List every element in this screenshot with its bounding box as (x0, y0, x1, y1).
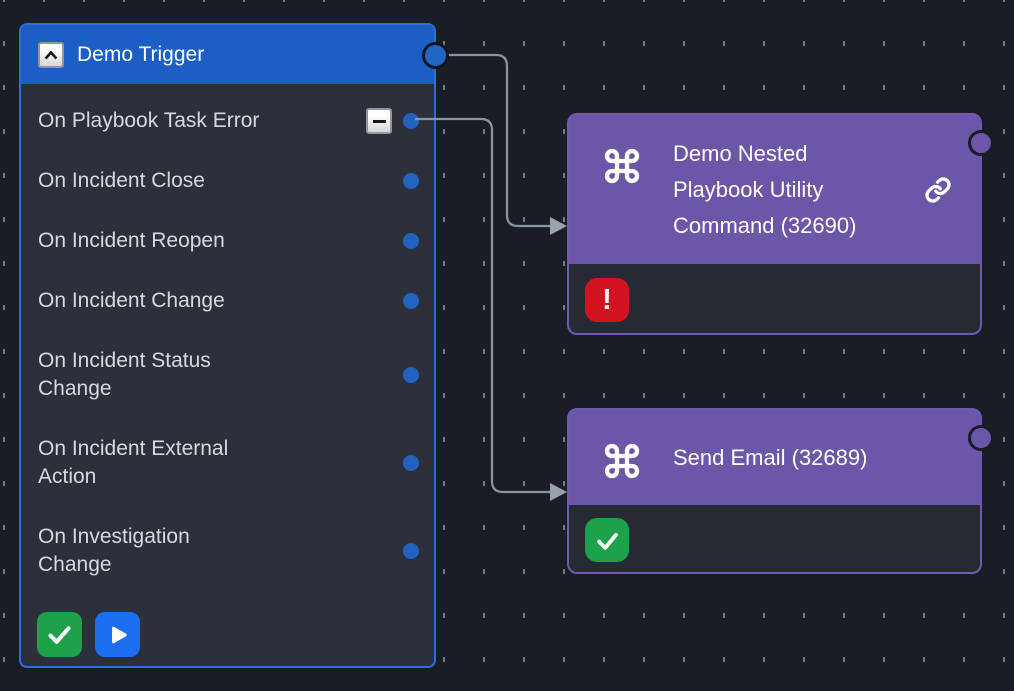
trigger-output-row[interactable]: On Incident Status Change (38, 347, 419, 403)
minus-icon (372, 119, 386, 123)
output-label: On Incident Reopen (38, 229, 225, 252)
command-icon (602, 441, 642, 481)
trigger-output-row[interactable]: On Incident Close (38, 167, 419, 195)
trigger-panel[interactable]: Demo Trigger On Playbook Task Error On I… (19, 23, 436, 668)
node-send-email[interactable]: Send Email (32689) (567, 408, 982, 574)
output-label: On Incident Status Change (38, 349, 211, 400)
remove-output-button[interactable] (366, 108, 392, 134)
node2-output-port[interactable] (968, 425, 994, 451)
collapse-button[interactable] (38, 41, 64, 68)
output-label: On Incident Close (38, 169, 205, 192)
confirm-button[interactable] (37, 612, 82, 657)
trigger-output-row[interactable]: On Incident Reopen (38, 227, 419, 255)
trigger-header-port[interactable] (422, 42, 449, 69)
trigger-output-list: On Playbook Task Error On Incident Close… (21, 84, 434, 579)
output-label: On Investigation Change (38, 525, 190, 576)
node1-output-port[interactable] (968, 130, 994, 156)
node-header[interactable]: Demo Nested Playbook Utility Command (32… (569, 115, 980, 264)
trigger-header[interactable]: Demo Trigger (21, 25, 434, 84)
run-button[interactable] (95, 612, 140, 657)
link-icon[interactable] (924, 176, 952, 204)
output-label: On Incident External Action (38, 437, 229, 488)
output-label: On Playbook Task Error (38, 109, 260, 132)
node-title: Demo Nested Playbook Utility Command (32… (673, 140, 857, 238)
output-port[interactable] (403, 293, 419, 309)
trigger-title: Demo Trigger (77, 42, 205, 66)
command-icon (602, 146, 642, 186)
trigger-output-row[interactable]: On Playbook Task Error (38, 107, 419, 135)
trigger-output-row[interactable]: On Incident Change (38, 287, 419, 315)
output-port[interactable] (403, 455, 419, 471)
node-header[interactable]: Send Email (32689) (569, 410, 980, 505)
trigger-output-row[interactable]: On Incident External Action (38, 435, 419, 491)
node-title: Send Email (32689) (673, 444, 868, 470)
output-port[interactable] (403, 367, 419, 383)
output-label: On Incident Change (38, 289, 225, 312)
check-icon (594, 527, 621, 554)
output-port[interactable] (403, 173, 419, 189)
trigger-output-row[interactable]: On Investigation Change (38, 523, 419, 579)
output-port[interactable] (403, 233, 419, 249)
trigger-actions (37, 612, 140, 657)
exclamation-icon: ! (602, 283, 612, 316)
play-icon (107, 624, 129, 646)
success-status-badge[interactable] (585, 518, 629, 562)
output-port[interactable] (403, 543, 419, 559)
output-port[interactable] (403, 113, 419, 129)
node-demo-nested-playbook-command[interactable]: Demo Nested Playbook Utility Command (32… (567, 113, 982, 335)
check-icon (46, 621, 73, 648)
error-status-badge[interactable]: ! (585, 278, 629, 322)
chevron-up-icon (44, 49, 58, 61)
